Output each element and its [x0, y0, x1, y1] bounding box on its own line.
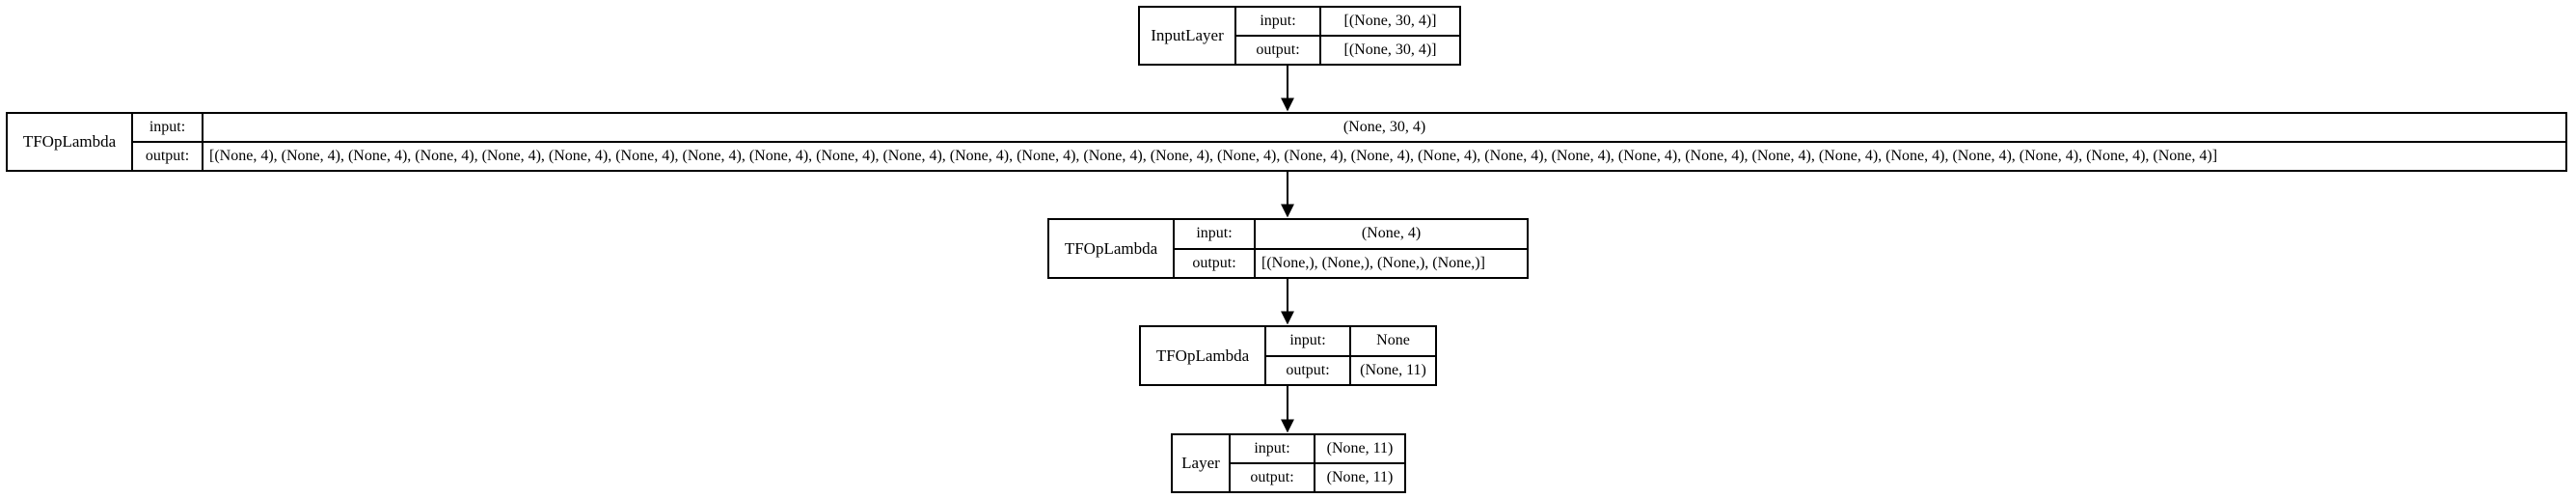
node-tfoplambda-1: TFOpLambda input: (None, 30, 4) output: …: [6, 112, 2567, 172]
output-shape: (None, 11): [1326, 469, 1394, 485]
node-name: InputLayer: [1140, 8, 1236, 64]
input-label: input:: [1266, 327, 1351, 357]
output-label: output:: [1231, 464, 1315, 491]
input-label: input:: [1175, 220, 1256, 250]
node-tfoplambda-3: TFOpLambda input: None output: (None, 11…: [1139, 325, 1437, 386]
node-name: TFOpLambda: [1141, 327, 1266, 384]
output-label: output:: [1236, 37, 1321, 64]
node-tfoplambda-2: TFOpLambda input: (None, 4) output: [(No…: [1047, 218, 1529, 279]
input-shape: [(None, 30, 4)]: [1321, 8, 1459, 37]
input-shape: None: [1351, 327, 1435, 357]
output-label: output:: [1266, 356, 1351, 384]
output-shape: [(None, 4), (None, 4), (None, 4), (None,…: [209, 148, 2218, 164]
input-label: input:: [1231, 435, 1315, 464]
node-input-layer: InputLayer input: [(None, 30, 4)] output…: [1138, 6, 1461, 66]
node-layer: Layer input: (None, 11) output: (None, 1…: [1171, 433, 1406, 493]
input-shape: (None, 4): [1256, 220, 1527, 250]
node-name: Layer: [1173, 435, 1231, 491]
input-shape: (None, 11): [1315, 435, 1404, 464]
node-name: TFOpLambda: [8, 114, 133, 170]
output-shape: [(None,), (None,), (None,), (None,)]: [1261, 254, 1485, 271]
output-label: output:: [1175, 249, 1256, 277]
output-label: output:: [133, 143, 203, 170]
output-shape: [(None, 30, 4)]: [1343, 42, 1437, 58]
node-name: TFOpLambda: [1049, 220, 1175, 277]
input-label: input:: [133, 114, 203, 143]
input-label: input:: [1236, 8, 1321, 37]
output-shape: (None, 11): [1360, 361, 1426, 378]
input-shape: (None, 30, 4): [203, 114, 2565, 143]
